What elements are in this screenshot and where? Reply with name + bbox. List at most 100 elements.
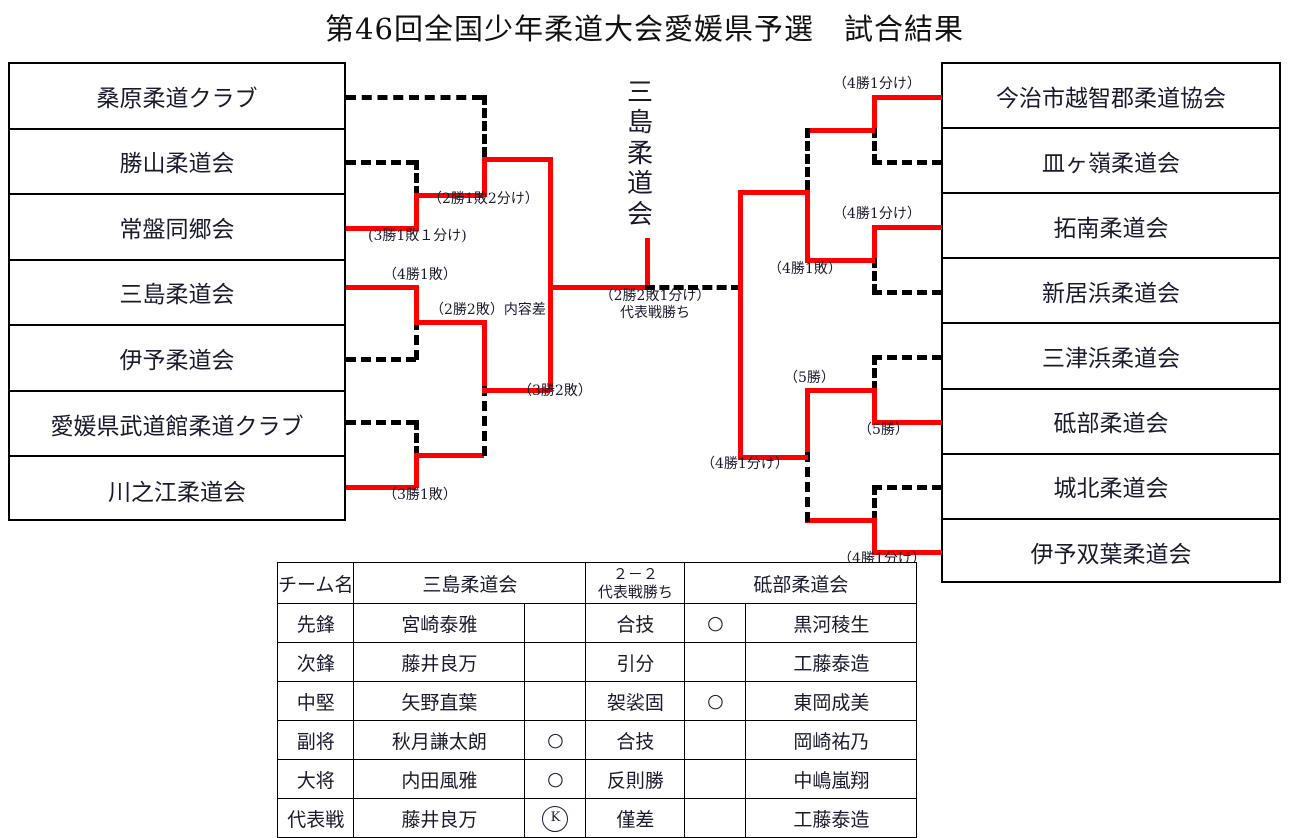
bracket-line-rq1-v [805,190,810,260]
header-team-right: 砥部柔道会 [684,562,918,604]
row-right-player: 岡崎祐乃 [745,720,918,760]
bracket-annotation-final: （2勝2敗1分け） 代表戦勝ち [583,288,727,321]
bracket-line-r4-h [872,290,942,295]
bracket-line-l45-out [414,320,484,325]
bracket-line-l123-v-loser [482,95,487,157]
table-row: 大将 内田風雅 ○ 反則勝 中嶋嵐翔 [276,759,918,799]
header-score: ２－２ 代表戦勝ち [585,562,686,604]
bracket-line-rq1-out [738,190,808,195]
champion-char-1: 三 [626,78,653,108]
row-position: 代表戦 [276,798,355,838]
bracket-annotation-l-a1: （2勝1敗2分け） [428,191,539,207]
bracket-annotation-l-a3: （4勝1敗） [383,267,457,283]
bracket-line-l23-v [414,193,419,231]
bracket-line-l2-h [346,160,416,165]
row-technique: 合技 [585,603,686,643]
row-left-player: 内田風雅 [353,759,526,799]
bracket-line-r78-v [872,518,877,553]
bracket-line-lq1-out [482,157,550,162]
team-entry-right-6: 砥部柔道会 [943,390,1279,455]
final-annotation-line2: 代表戦勝ち [620,304,690,321]
row-right-mark [684,759,747,799]
team-entry-left-1: 桑原柔道クラブ [10,64,344,130]
bracket-line-l6-h [346,420,416,425]
bracket-line-r6-h [872,420,942,425]
bracket-line-l1-h [346,95,482,100]
bracket-line-r56-v-loser [872,355,877,391]
bracket-line-r12-out [805,128,875,133]
bracket-line-l123-v [482,157,487,197]
bracket-line-rq2-v [805,388,810,456]
right-team-list: 今治市越智郡柔道協会 皿ヶ嶺柔道会 拓南柔道会 新居浜柔道会 三津浜柔道会 砥部… [941,62,1281,583]
bracket-line-l67-out [414,453,484,458]
bracket-line-lsemi-v [548,157,553,391]
row-left-player: 藤井良万 [353,642,526,682]
row-right-player: 中嶋嵐翔 [745,759,918,799]
bracket-annotation-l-a5: （3勝2敗） [518,383,592,399]
row-position: 副将 [276,720,355,760]
team-entry-right-1: 今治市越智郡柔道協会 [943,64,1279,130]
row-position: 大将 [276,759,355,799]
bracket-line-l23-v-loser [414,160,419,196]
row-right-player: 工藤泰造 [745,642,918,682]
team-entry-right-7: 城北柔道会 [943,455,1279,520]
row-position: 次鋒 [276,642,355,682]
bracket-line-rq2-v-loser [805,452,810,522]
bracket-line-r78-out [805,518,875,523]
row-left-player: 宮崎泰雅 [353,603,526,643]
table-row: 副将 秋月謙太朗 ○ 合技 岡崎祐乃 [276,720,918,760]
bracket-line-final-v [645,238,650,287]
bracket-annotation-r-a2: （4勝1分け） [833,206,921,222]
row-left-mark [524,681,587,721]
champion-char-2: 島 [626,108,653,139]
bracket-line-r56-v [872,388,877,423]
tournament-bracket-page: 第46回全国少年柔道大会愛媛県予選 試合結果 桑原柔道クラブ 勝山柔道会 常盤同… [8,12,1281,838]
match-result-table: チーム名 三島柔道会 ２－２ 代表戦勝ち 砥部柔道会 先鋒 宮崎泰雅 合技 ○ … [276,562,918,838]
team-entry-left-4: 三島柔道会 [10,261,344,327]
team-entry-right-4: 新居浜柔道会 [943,259,1279,325]
team-entry-right-8: 伊予双葉柔道会 [1030,542,1192,569]
left-team-list: 桑原柔道クラブ 勝山柔道会 常盤同郷会 三島柔道会 伊予柔道会 愛媛県武道館柔道… [8,62,346,521]
bracket-line-rfinal-in [645,285,741,290]
row-left-player: 秋月謙太朗 [353,720,526,760]
row-left-mark: ○ [524,759,587,799]
row-right-mark [684,642,747,682]
row-technique: 引分 [585,642,686,682]
row-left-mark-circled: K [524,798,587,838]
bracket-line-rq2-out [738,455,808,460]
page-title: 第46回全国少年柔道大会愛媛県予選 試合結果 [325,12,964,46]
row-right-player: 工藤泰造 [745,798,918,838]
bracket-line-r5-h [872,355,942,360]
champion-char-5: 会 [626,199,653,230]
bracket-line-rsemi-v [738,190,743,458]
bracket-line-l4-h [346,285,416,290]
bracket-line-l7-h [346,485,416,490]
bracket-line-r12-v-loser [872,128,877,164]
team-entry-left-5: 伊予柔道会 [10,326,344,392]
final-annotation-line1: （2勝2敗1分け） [599,288,711,304]
row-right-player: 東岡成美 [745,681,918,721]
table-row: 次鋒 藤井良万 引分 工藤泰造 [276,642,918,682]
header-score-line1: ２－２ [612,565,658,583]
bracket-line-l23-out [414,193,484,198]
champion-char-4: 道 [626,169,653,200]
bracket-line-lq2-v [482,320,487,388]
row-technique: 合技 [585,720,686,760]
header-team-left: 三島柔道会 [353,562,587,604]
row-right-mark [684,720,747,760]
row-left-mark [524,642,587,682]
team-entry-left-7: 川之江柔道会 [108,480,246,507]
header-position: チーム名 [276,562,355,604]
header-score-line2: 代表戦勝ち [597,583,673,601]
bracket-line-r2-h [872,160,942,165]
bracket-line-r12-v [872,95,877,130]
bracket-line-r8-h [872,550,942,555]
bracket-line-r34-v [872,225,877,260]
bracket-line-l45-v-loser [414,320,419,360]
bracket-line-lfinal-out [548,285,648,290]
bracket-annotation-l-a2: (3勝1敗１分け) [368,228,467,244]
row-technique: 反則勝 [585,759,686,799]
row-left-player: 藤井良万 [353,798,526,838]
bracket-line-l45-v [414,285,419,323]
bracket-line-l67-v [414,453,419,488]
